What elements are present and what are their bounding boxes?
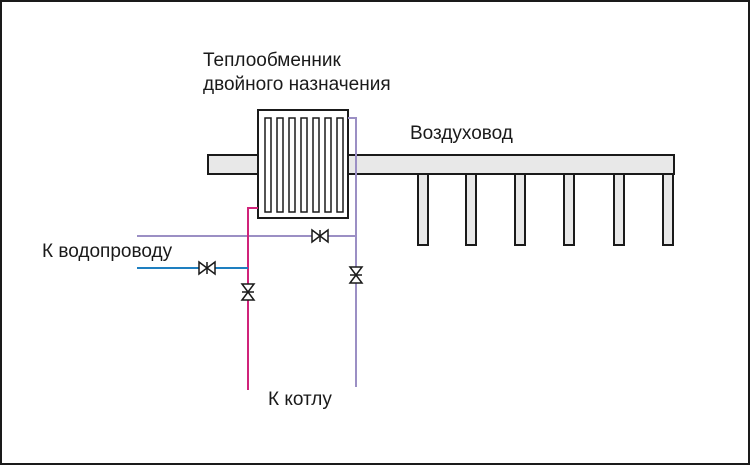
duct-outlet — [514, 173, 526, 246]
gate-valve-icon — [348, 266, 364, 284]
boiler-label: К котлу — [268, 389, 332, 410]
air-duct-label: Воздуховод — [410, 123, 513, 144]
duct-outlets — [417, 173, 674, 246]
heat-exchanger-fin — [264, 117, 272, 213]
duct-outlet — [417, 173, 429, 246]
duct-outlet — [563, 173, 575, 246]
heat-exchanger — [257, 109, 349, 219]
heat-exchanger-fin — [300, 117, 308, 213]
gate-valve-icon — [198, 260, 216, 276]
return-pipe-riser — [348, 117, 357, 387]
heat-exchanger-fin — [276, 117, 284, 213]
heat-exchanger-fin — [336, 117, 344, 213]
duct-outlet — [465, 173, 477, 246]
hot-pipe — [247, 207, 258, 390]
duct-outlet — [662, 173, 674, 246]
heat-exchanger-fin — [288, 117, 296, 213]
heat-exchanger-fin — [324, 117, 332, 213]
gate-valve-icon — [311, 228, 329, 244]
heat-exchanger-label-line2: двойного назначения — [203, 74, 391, 95]
duct-outlet — [613, 173, 625, 246]
water-supply-label: К водопроводу — [42, 241, 173, 262]
heat-exchanger-label-line1: Теплообменник — [203, 50, 342, 71]
hot-pipe-riser — [247, 207, 258, 390]
heat-exchanger-fin — [312, 117, 320, 213]
gate-valve-icon — [240, 283, 256, 301]
